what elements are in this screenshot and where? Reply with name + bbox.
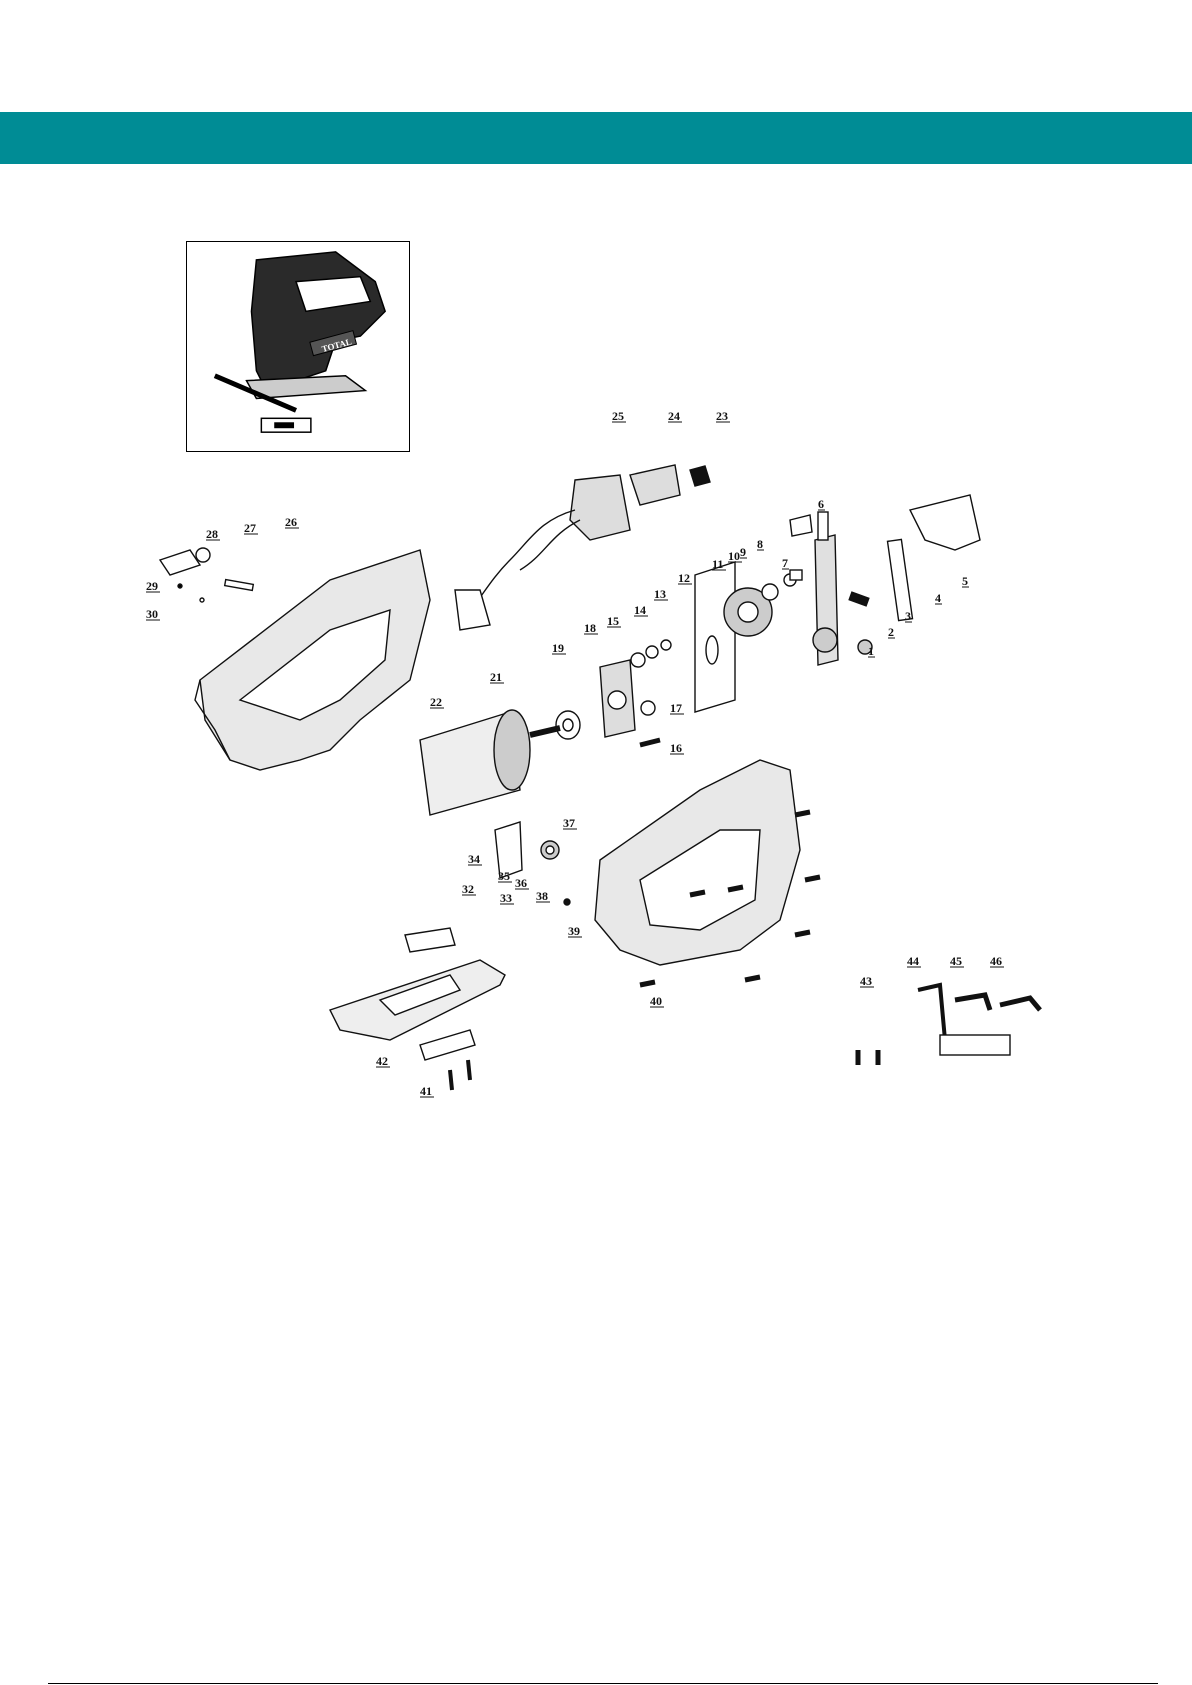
callout-28: 28	[206, 527, 218, 541]
lever-part	[160, 550, 200, 575]
callout-24: 24	[668, 409, 680, 423]
callout-42: 42	[376, 1054, 388, 1068]
callout-32: 32	[462, 882, 474, 896]
pin-part	[225, 580, 254, 591]
parallel-guide-part	[940, 1035, 1010, 1055]
callout-37: 37	[563, 816, 575, 830]
callout-2: 2	[888, 625, 894, 639]
callout-27: 27	[244, 521, 256, 535]
callout-29: 29	[146, 579, 158, 593]
callout-22: 22	[430, 695, 442, 709]
callout-3: 3	[905, 609, 911, 623]
callout-9: 9	[740, 545, 746, 559]
battery-terminal-part	[630, 465, 680, 505]
callout-8: 8	[757, 537, 763, 551]
callout-30: 30	[146, 607, 158, 621]
callout-16: 16	[670, 741, 682, 755]
callout-45: 45	[950, 954, 962, 968]
callout-18: 18	[584, 621, 596, 635]
callout-19: 19	[552, 641, 564, 655]
callout-7: 7	[782, 556, 788, 570]
callout-43: 43	[860, 974, 872, 988]
callout-1: 1	[868, 644, 874, 658]
callout-46: 46	[990, 954, 1002, 968]
callout-26: 26	[285, 515, 297, 529]
callout-21: 21	[490, 670, 502, 684]
callout-10: 10	[728, 549, 740, 563]
callout-25: 25	[612, 409, 624, 423]
callout-6: 6	[818, 497, 824, 511]
footer-rule	[48, 1683, 1158, 1684]
callout-35: 35	[498, 869, 510, 883]
callout-5: 5	[962, 574, 968, 588]
callout-17: 17	[670, 701, 682, 715]
callout-34: 34	[468, 852, 480, 866]
switch-part	[570, 475, 630, 540]
guard-part	[910, 495, 980, 550]
callout-44: 44	[907, 954, 919, 968]
callout-12: 12	[678, 571, 690, 585]
callout-38: 38	[536, 889, 548, 903]
callout-4: 4	[935, 591, 941, 605]
callout-39: 39	[568, 924, 580, 938]
callout-36: 36	[515, 876, 527, 890]
callout-23: 23	[716, 409, 728, 423]
callout-41: 41	[420, 1084, 432, 1098]
callout-15: 15	[607, 614, 619, 628]
callout-11: 11	[712, 557, 723, 571]
callout-14: 14	[634, 603, 646, 617]
callout-13: 13	[654, 587, 666, 601]
callout-40: 40	[650, 994, 662, 1008]
callout-33: 33	[500, 891, 512, 905]
